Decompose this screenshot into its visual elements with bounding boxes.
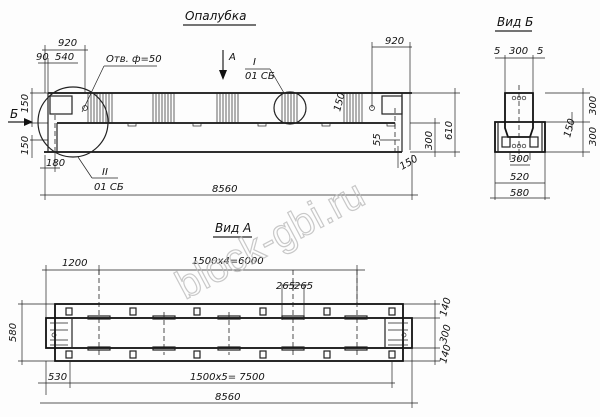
formwork-elevation: Опалубка I 01 СБ (8, 9, 460, 200)
dim-8560: 8560 (215, 392, 240, 403)
dim-5-right: 5 (537, 46, 543, 57)
dim-90: 90 (36, 52, 49, 63)
stirrup-hatching (87, 93, 363, 123)
dim-150: 150 (562, 117, 578, 138)
dim-300-bottom: 300 (510, 154, 529, 165)
leader-line (77, 156, 93, 179)
detail-circle-1 (273, 91, 307, 125)
plan-outline (54, 303, 404, 362)
dim-520: 520 (510, 172, 529, 183)
dim-610: 610 (444, 121, 455, 140)
dim-150-top: 150 (20, 94, 31, 113)
plan-squares (65, 307, 396, 359)
dim-150-low: 150 (398, 154, 420, 173)
dim-300: 300 (438, 323, 454, 344)
dimension-lines (490, 55, 590, 200)
callout-1-ref: 01 СБ (245, 71, 275, 82)
dim-265-b: 265 (294, 281, 313, 292)
dim-265-a: 265 (276, 281, 295, 292)
watermark: block-gbi.ru (169, 172, 372, 308)
view-a-title: Вид А (215, 221, 251, 235)
dim-300: 300 (424, 131, 435, 150)
dim-150-bottom: 150 (20, 136, 31, 155)
right-end-block (381, 95, 403, 115)
dim-150-right: 150 (332, 91, 348, 112)
dim-180: 180 (46, 158, 65, 169)
section-pocket (529, 136, 539, 148)
dim-8560: 8560 (212, 184, 237, 195)
dim-540: 540 (55, 52, 74, 63)
dim-140-top: 140 (438, 296, 454, 317)
detail-circle-2 (37, 86, 109, 158)
leader-line (81, 65, 105, 113)
dim-5-left: 5 (494, 46, 500, 57)
callout-2-ref: 01 СБ (94, 182, 124, 193)
view-a-label: А (228, 52, 236, 63)
leader-line (269, 68, 285, 94)
view-b-title: Вид Б (497, 15, 533, 29)
dim-530: 530 (48, 372, 67, 383)
left-end-block (49, 95, 73, 115)
dim-580: 580 (510, 188, 529, 199)
plan-loops (87, 315, 368, 351)
hole-note: Отв. ф=50 (106, 54, 162, 65)
arrow-head (219, 70, 227, 80)
dim-920-left: 920 (58, 38, 77, 49)
dim-6000: 1500x4=6000 (192, 256, 264, 267)
dim-300-lower: 300 (588, 127, 599, 146)
center-lines (98, 270, 358, 355)
dimension-lines (18, 265, 440, 408)
dim-300-top: 300 (509, 46, 528, 57)
view-a-plan: Вид А 1200 1500x4=6000 (8, 221, 454, 408)
dimension-lines (30, 42, 460, 200)
plan-end-details (50, 322, 408, 346)
dim-1200: 1200 (62, 258, 87, 269)
dim-140-bottom: 140 (438, 343, 454, 364)
dim-7500: 1500x5= 7500 (190, 372, 265, 383)
dim-920-right: 920 (385, 36, 404, 47)
section-pocket (501, 136, 511, 148)
view-b-label: Б (10, 107, 18, 121)
dim-300-upper: 300 (588, 96, 599, 115)
dim-55: 55 (372, 133, 383, 146)
formwork-title: Опалубка (185, 9, 246, 23)
view-b-section: Вид Б 5 300 5 300 300 150 300 520 580 (490, 15, 599, 200)
loop-marks (127, 122, 396, 127)
dim-580: 580 (8, 323, 19, 342)
arrow-head (24, 118, 33, 126)
callout-2-number: II (102, 167, 108, 178)
callout-1-number: I (253, 57, 256, 68)
